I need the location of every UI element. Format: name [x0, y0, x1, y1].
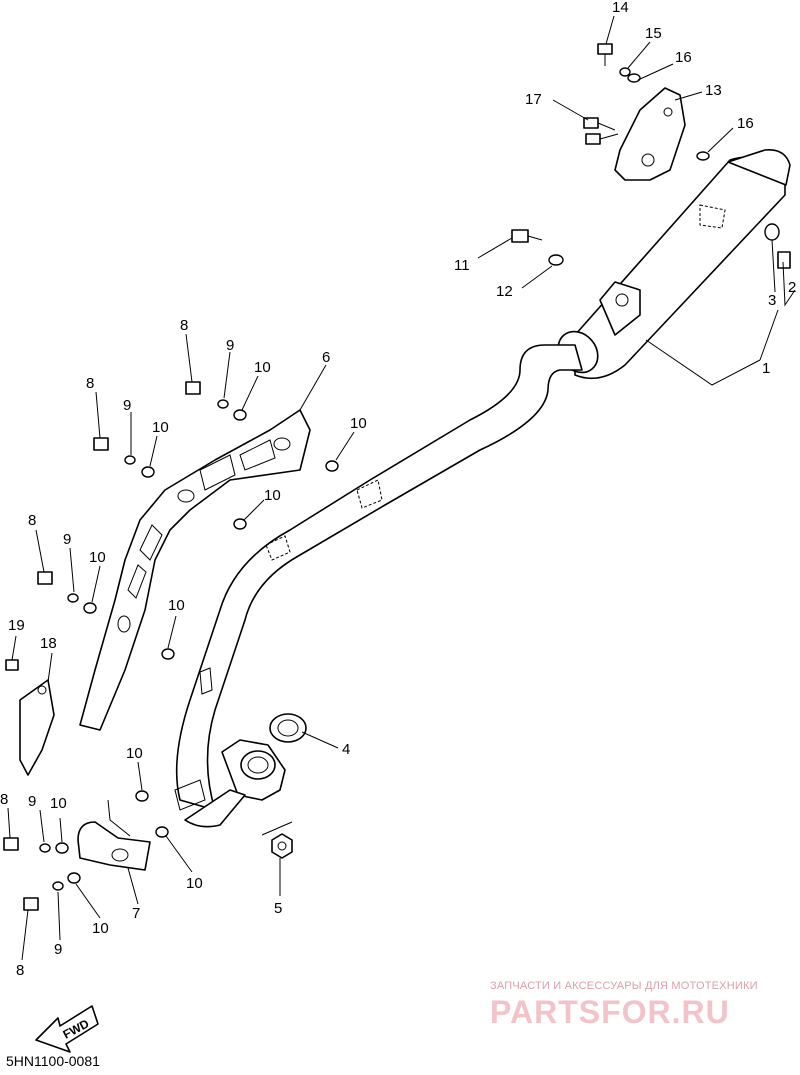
callout-14: 14 [612, 0, 629, 16]
callout-9c: 9 [63, 531, 71, 548]
callout-8c: 8 [28, 512, 36, 529]
callout-17: 17 [525, 91, 542, 108]
muffler-bracket [614, 87, 686, 181]
exhaust-pipe [174, 344, 583, 811]
callout-12: 12 [496, 283, 513, 300]
callout-18: 18 [40, 635, 57, 652]
callout-9b: 9 [123, 397, 131, 414]
callout-11: 11 [454, 257, 470, 274]
small-protector [19, 679, 55, 776]
nut [271, 833, 293, 859]
callout-10c: 10 [350, 415, 367, 432]
muffler [557, 148, 791, 380]
callout-7: 7 [132, 905, 140, 922]
hardware [3, 43, 791, 911]
forward-arrow-icon: FWD [35, 1005, 99, 1053]
callout-10i: 10 [186, 875, 203, 892]
part-code: 5HN1100-0081 [6, 1053, 100, 1069]
gasket [269, 713, 307, 743]
callout-13: 13 [705, 82, 722, 99]
lower-protector [77, 821, 151, 871]
callout-8d: 8 [0, 791, 8, 808]
callout-5: 5 [274, 900, 282, 917]
callout-9d: 9 [28, 793, 36, 810]
callout-19: 19 [8, 617, 25, 634]
callout-10j: 10 [92, 920, 109, 937]
callout-10b: 10 [152, 419, 169, 436]
callout-8a: 8 [180, 317, 188, 334]
callout-10g: 10 [126, 745, 143, 762]
watermark-brand: PARTSFOR.RU [490, 994, 730, 1030]
callout-8e: 8 [16, 962, 24, 979]
leader-lines [7, 15, 796, 961]
callout-16b: 16 [737, 115, 754, 132]
callout-4: 4 [342, 741, 350, 758]
callout-3: 3 [768, 292, 776, 309]
callout-6: 6 [322, 349, 330, 366]
watermark-tagline: ЗАПЧАСТИ И АКСЕССУАРЫ ДЛЯ МОТОТЕХНИКИ [490, 980, 758, 992]
callout-8b: 8 [86, 375, 94, 392]
callout-2: 2 [788, 279, 796, 296]
callout-15: 15 [645, 25, 662, 42]
callout-10h: 10 [50, 795, 67, 812]
callout-9e: 9 [54, 941, 62, 958]
callout-10f: 10 [168, 597, 185, 614]
callouts: 14 15 16 17 13 16 11 12 2 3 1 6 8 9 10 8… [0, 0, 796, 979]
callout-10e: 10 [89, 549, 106, 566]
pipe-protector [79, 409, 311, 731]
callout-16: 16 [675, 49, 692, 66]
callout-9a: 9 [226, 337, 234, 354]
exhaust-flange [184, 739, 286, 828]
callout-1: 1 [762, 360, 770, 377]
callout-10a: 10 [254, 359, 271, 376]
callout-10d: 10 [264, 487, 281, 504]
